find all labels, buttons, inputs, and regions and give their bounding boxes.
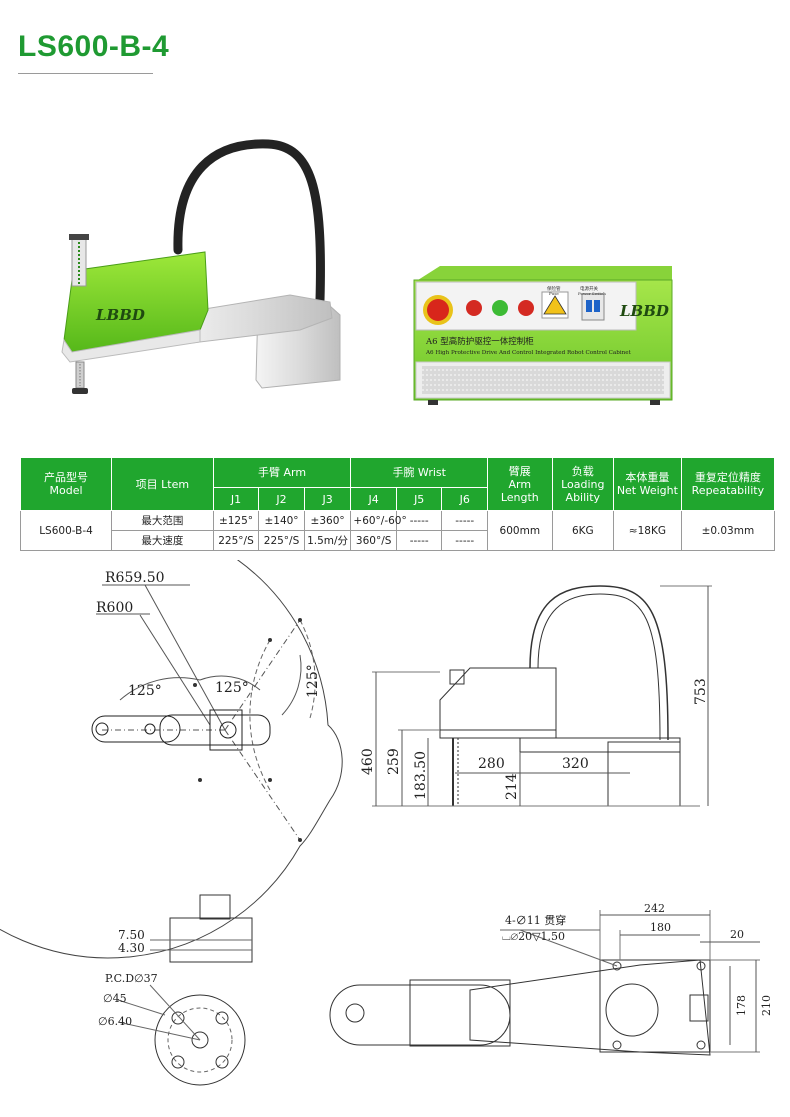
dim-7-50: 7.50 — [118, 928, 145, 942]
item-header: 项目 Ltem — [111, 457, 214, 511]
repeatability-value: ±0.03mm — [680, 510, 776, 551]
joint-header-j2: J2 — [258, 487, 305, 511]
load-value: 6KG — [551, 510, 615, 551]
dim-210: 210 — [760, 995, 773, 1016]
cabinet-title-cn: A6 型高防护驱控一体控制柜 — [425, 336, 534, 347]
robot-logo: LBBD — [95, 306, 145, 324]
dim-280: 280 — [478, 756, 505, 772]
dim-4-30: 4.30 — [118, 941, 145, 955]
control-cabinet: 保险管 Fuse 电源开关 Power Switch LBBD A6 型高防护驱… — [413, 266, 673, 405]
weight-value: ≈18KG — [613, 510, 682, 551]
row-label: 最大速度 — [111, 530, 214, 551]
joint-header-j6: J6 — [441, 487, 488, 511]
dim-214: 214 — [504, 773, 520, 800]
range-j3: ±360° — [303, 510, 352, 531]
cabinet-title-en: A6 High Protective Drive And Control Int… — [425, 350, 632, 356]
dim-242: 242 — [644, 902, 665, 915]
row-label: 最大范围 — [111, 510, 214, 531]
speed-j5: ----- — [395, 530, 443, 551]
wrist-header: 手腕 Wrist — [350, 457, 488, 488]
switch-label-cn: 电源开关 — [580, 285, 598, 292]
side-view-drawing — [372, 585, 712, 807]
scara-robot: LBBD — [61, 139, 341, 394]
dim-460: 460 — [360, 748, 376, 775]
table-row: LS600-B-4 最大范围 ±125° ±140° ±360° +60°/-6… — [19, 510, 776, 551]
speed-j1: 225°/S — [212, 530, 260, 551]
dim-259: 259 — [386, 748, 402, 775]
arm-header: 手臂 Arm — [212, 457, 352, 488]
dim-angle-1: 125° — [128, 683, 162, 699]
model-cell: LS600-B-4 — [19, 510, 113, 551]
dim-183-50: 183.50 — [413, 751, 429, 800]
dim-178: 178 — [735, 995, 748, 1016]
title-divider — [18, 73, 153, 74]
range-j1: ±125° — [212, 510, 260, 531]
flange-drawing — [117, 894, 253, 1086]
joint-header-j5: J5 — [395, 487, 443, 511]
joint-header-j1: J1 — [212, 487, 260, 511]
speed-j3: 1.5m/分 — [303, 530, 352, 551]
table-row: 最大速度 225°/S 225°/S 1.5m/分 360°/S ----- -… — [21, 530, 775, 551]
fuse-label-cn: 保险管 — [547, 285, 561, 292]
cabinet-logo: LBBD — [619, 302, 669, 320]
dim-d45: ∅45 — [103, 992, 127, 1005]
dim-r-outer: R659.50 — [105, 570, 165, 586]
joint-header-j3: J3 — [303, 487, 352, 511]
range-j2: ±140° — [258, 510, 305, 531]
technical-drawings: R659.50 R600 125° 125° 125° 753 460 259 … — [0, 560, 773, 1086]
speed-j4: 360°/S — [350, 530, 397, 551]
joint-header-j4: J4 — [350, 487, 397, 511]
base-top-view-drawing — [329, 910, 760, 1056]
dim-pcd: P.C.D∅37 — [105, 972, 158, 985]
speed-j2: 225°/S — [258, 530, 305, 551]
range-j4: +60°/-60° — [350, 510, 407, 531]
dim-180: 180 — [650, 921, 671, 934]
work-envelope-drawing — [0, 560, 343, 959]
dim-angle-2: 125° — [215, 680, 249, 696]
switch-label-en: Power Switch — [578, 291, 606, 296]
fuse-label-en: Fuse — [549, 291, 559, 296]
range-j6: ----- — [441, 510, 488, 531]
product-photo: LBBD 保险管 Fuse 电源开关 Power Switch LBBD A6 … — [61, 139, 673, 405]
dim-753: 753 — [693, 678, 709, 705]
holes-note: 4-∅11 贯穿 — [505, 913, 566, 927]
dim-20: 20 — [730, 928, 744, 941]
speed-j6: ----- — [441, 530, 488, 551]
page-title: LS600-B-4 — [18, 30, 170, 63]
dim-r-inner: R600 — [96, 600, 133, 616]
dim-d6-40: ∅6.40 — [98, 1015, 132, 1028]
dim-angle-3: 125° — [305, 664, 321, 698]
counterbore-note: ⌴∅20▽1.50 — [502, 930, 565, 943]
arm-length-value: 600mm — [487, 510, 553, 551]
dim-320: 320 — [562, 756, 589, 772]
